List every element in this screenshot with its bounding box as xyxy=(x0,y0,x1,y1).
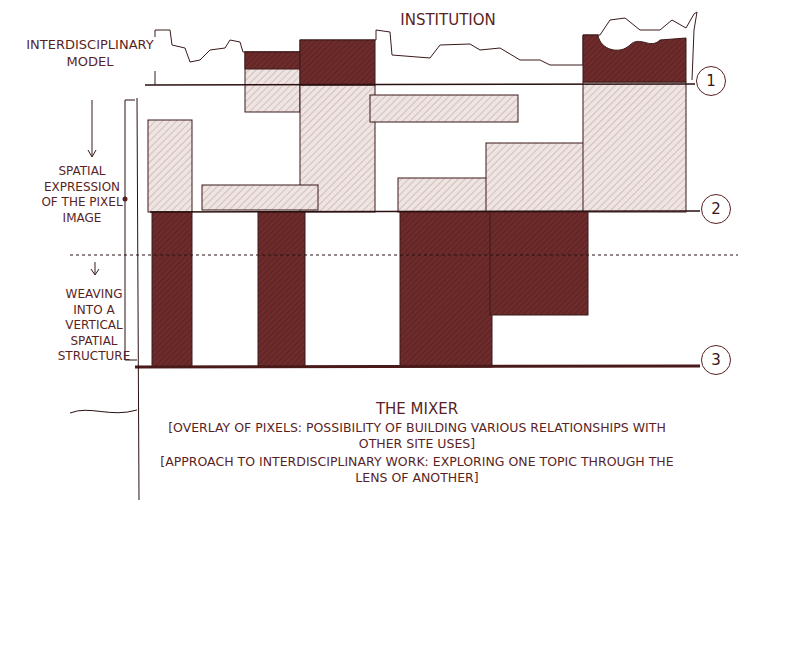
callout-circle: 1 xyxy=(696,66,726,96)
callout-number: 3 xyxy=(711,351,721,369)
callout-circle: 2 xyxy=(701,194,731,224)
side-label: WEAVING INTO A VERTICAL SPATIAL STRUCTUR… xyxy=(52,287,136,365)
heading-label: INSTITUTION xyxy=(368,11,528,31)
note-label: [APPROACH TO INTERDISCIPLINARY WORK: EXP… xyxy=(157,454,677,487)
note-label: [OVERLAY OF PIXELS: POSSIBILITY OF BUILD… xyxy=(157,420,677,453)
side-label: SPATIAL EXPRESSION OF THE PIXEL IMAGE xyxy=(36,164,128,226)
heading-label: THE MIXER xyxy=(287,400,547,420)
callout-circle: 3 xyxy=(701,345,731,375)
callout-number: 2 xyxy=(711,200,721,218)
side-label: INTERDISCIPLINARY MODEL xyxy=(15,37,165,71)
callout-number: 1 xyxy=(706,72,716,90)
